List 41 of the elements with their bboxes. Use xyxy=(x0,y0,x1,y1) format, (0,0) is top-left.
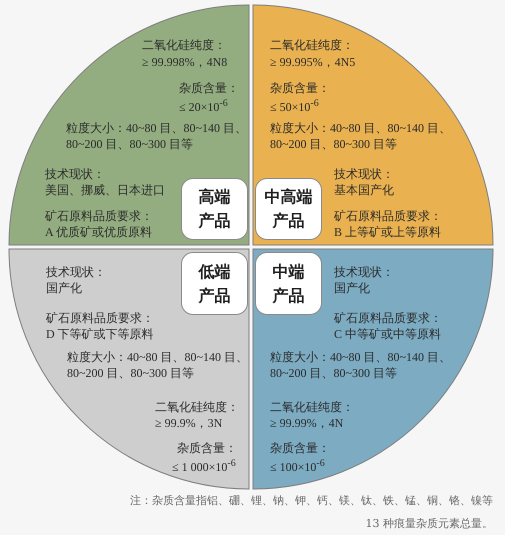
particle-size-text: 粒度大小：40~80 目、80~140 目、80~200 目、80~300 目等 xyxy=(67,349,249,381)
particle-size-text: 粒度大小：40~80 目、80~140 目、80~200 目、80~300 目等 xyxy=(270,120,452,152)
ore-quality-heading: 矿石原料品质要求： xyxy=(46,310,154,326)
footnote: 注：杂质含量指铝、硼、锂、钠、钾、钙、镁、钛、铁、锰、铜、铬、镍等13 种痕量杂质元素总量。 xyxy=(129,493,493,532)
purity-heading: 二氧化硅纯度： xyxy=(155,399,239,415)
purity-value: ≥ 99.99%，4N xyxy=(270,415,344,431)
purity-heading: 二氧化硅纯度： xyxy=(270,399,354,415)
purity-value: ≥ 99.995%，4N5 xyxy=(270,54,356,70)
technology-heading: 技术现状： xyxy=(334,264,394,280)
purity-value: ≥ 99.998%，4N8 xyxy=(142,54,228,70)
technology-heading: 技术现状： xyxy=(334,166,394,182)
technology-status: 国产化 xyxy=(46,280,82,296)
ore-quality-grade: C 中等矿或中等原料 xyxy=(334,326,442,342)
ore-quality-grade: D 下等矿或下等原料 xyxy=(46,326,154,342)
ore-quality-heading: 矿石原料品质要求： xyxy=(334,208,442,224)
particle-size-text: 粒度大小：40~80 目、80~140 目、80~200 目、80~300 目等 xyxy=(66,120,248,152)
purity-value: ≥ 99.9%，3N xyxy=(155,415,222,431)
technology-heading: 技术现状： xyxy=(46,264,106,280)
tier-label: 中端产品 xyxy=(255,252,322,315)
technology-status: 美国、挪威、日本进口 xyxy=(45,182,165,198)
technology-heading: 技术现状： xyxy=(45,166,105,182)
impurity-heading: 杂质含量： xyxy=(179,80,239,96)
impurity-value: ≤ 50×10$^{-6}$ xyxy=(270,97,319,115)
ore-quality-heading: 矿石原料品质要求： xyxy=(334,310,442,326)
technology-status: 国产化 xyxy=(334,280,370,296)
tier-label: 中高端产品 xyxy=(255,178,322,240)
purity-heading: 二氧化硅纯度： xyxy=(142,37,226,53)
ore-quality-heading: 矿石原料品质要求： xyxy=(45,208,153,224)
impurity-value: ≤ 100×10$^{-6}$ xyxy=(270,457,325,475)
impurity-value: ≤ 20×10$^{-6}$ xyxy=(179,97,228,115)
impurity-heading: 杂质含量： xyxy=(270,440,330,456)
ore-quality-grade: A 优质矿或优质原料 xyxy=(45,224,152,240)
tier-label: 高端产品 xyxy=(181,178,248,240)
ore-quality-grade: B 上等矿或上等原料 xyxy=(334,224,442,240)
impurity-value: ≤ 1 000×10$^{-6}$ xyxy=(172,457,236,475)
tier-label: 低端产品 xyxy=(181,252,248,315)
purity-heading: 二氧化硅纯度： xyxy=(270,37,354,53)
impurity-heading: 杂质含量： xyxy=(177,440,237,456)
technology-status: 基本国产化 xyxy=(334,182,394,198)
particle-size-text: 粒度大小：40~80 目、80~140 目、80~200 目、80~300 目等 xyxy=(270,349,452,381)
impurity-heading: 杂质含量： xyxy=(270,80,330,96)
